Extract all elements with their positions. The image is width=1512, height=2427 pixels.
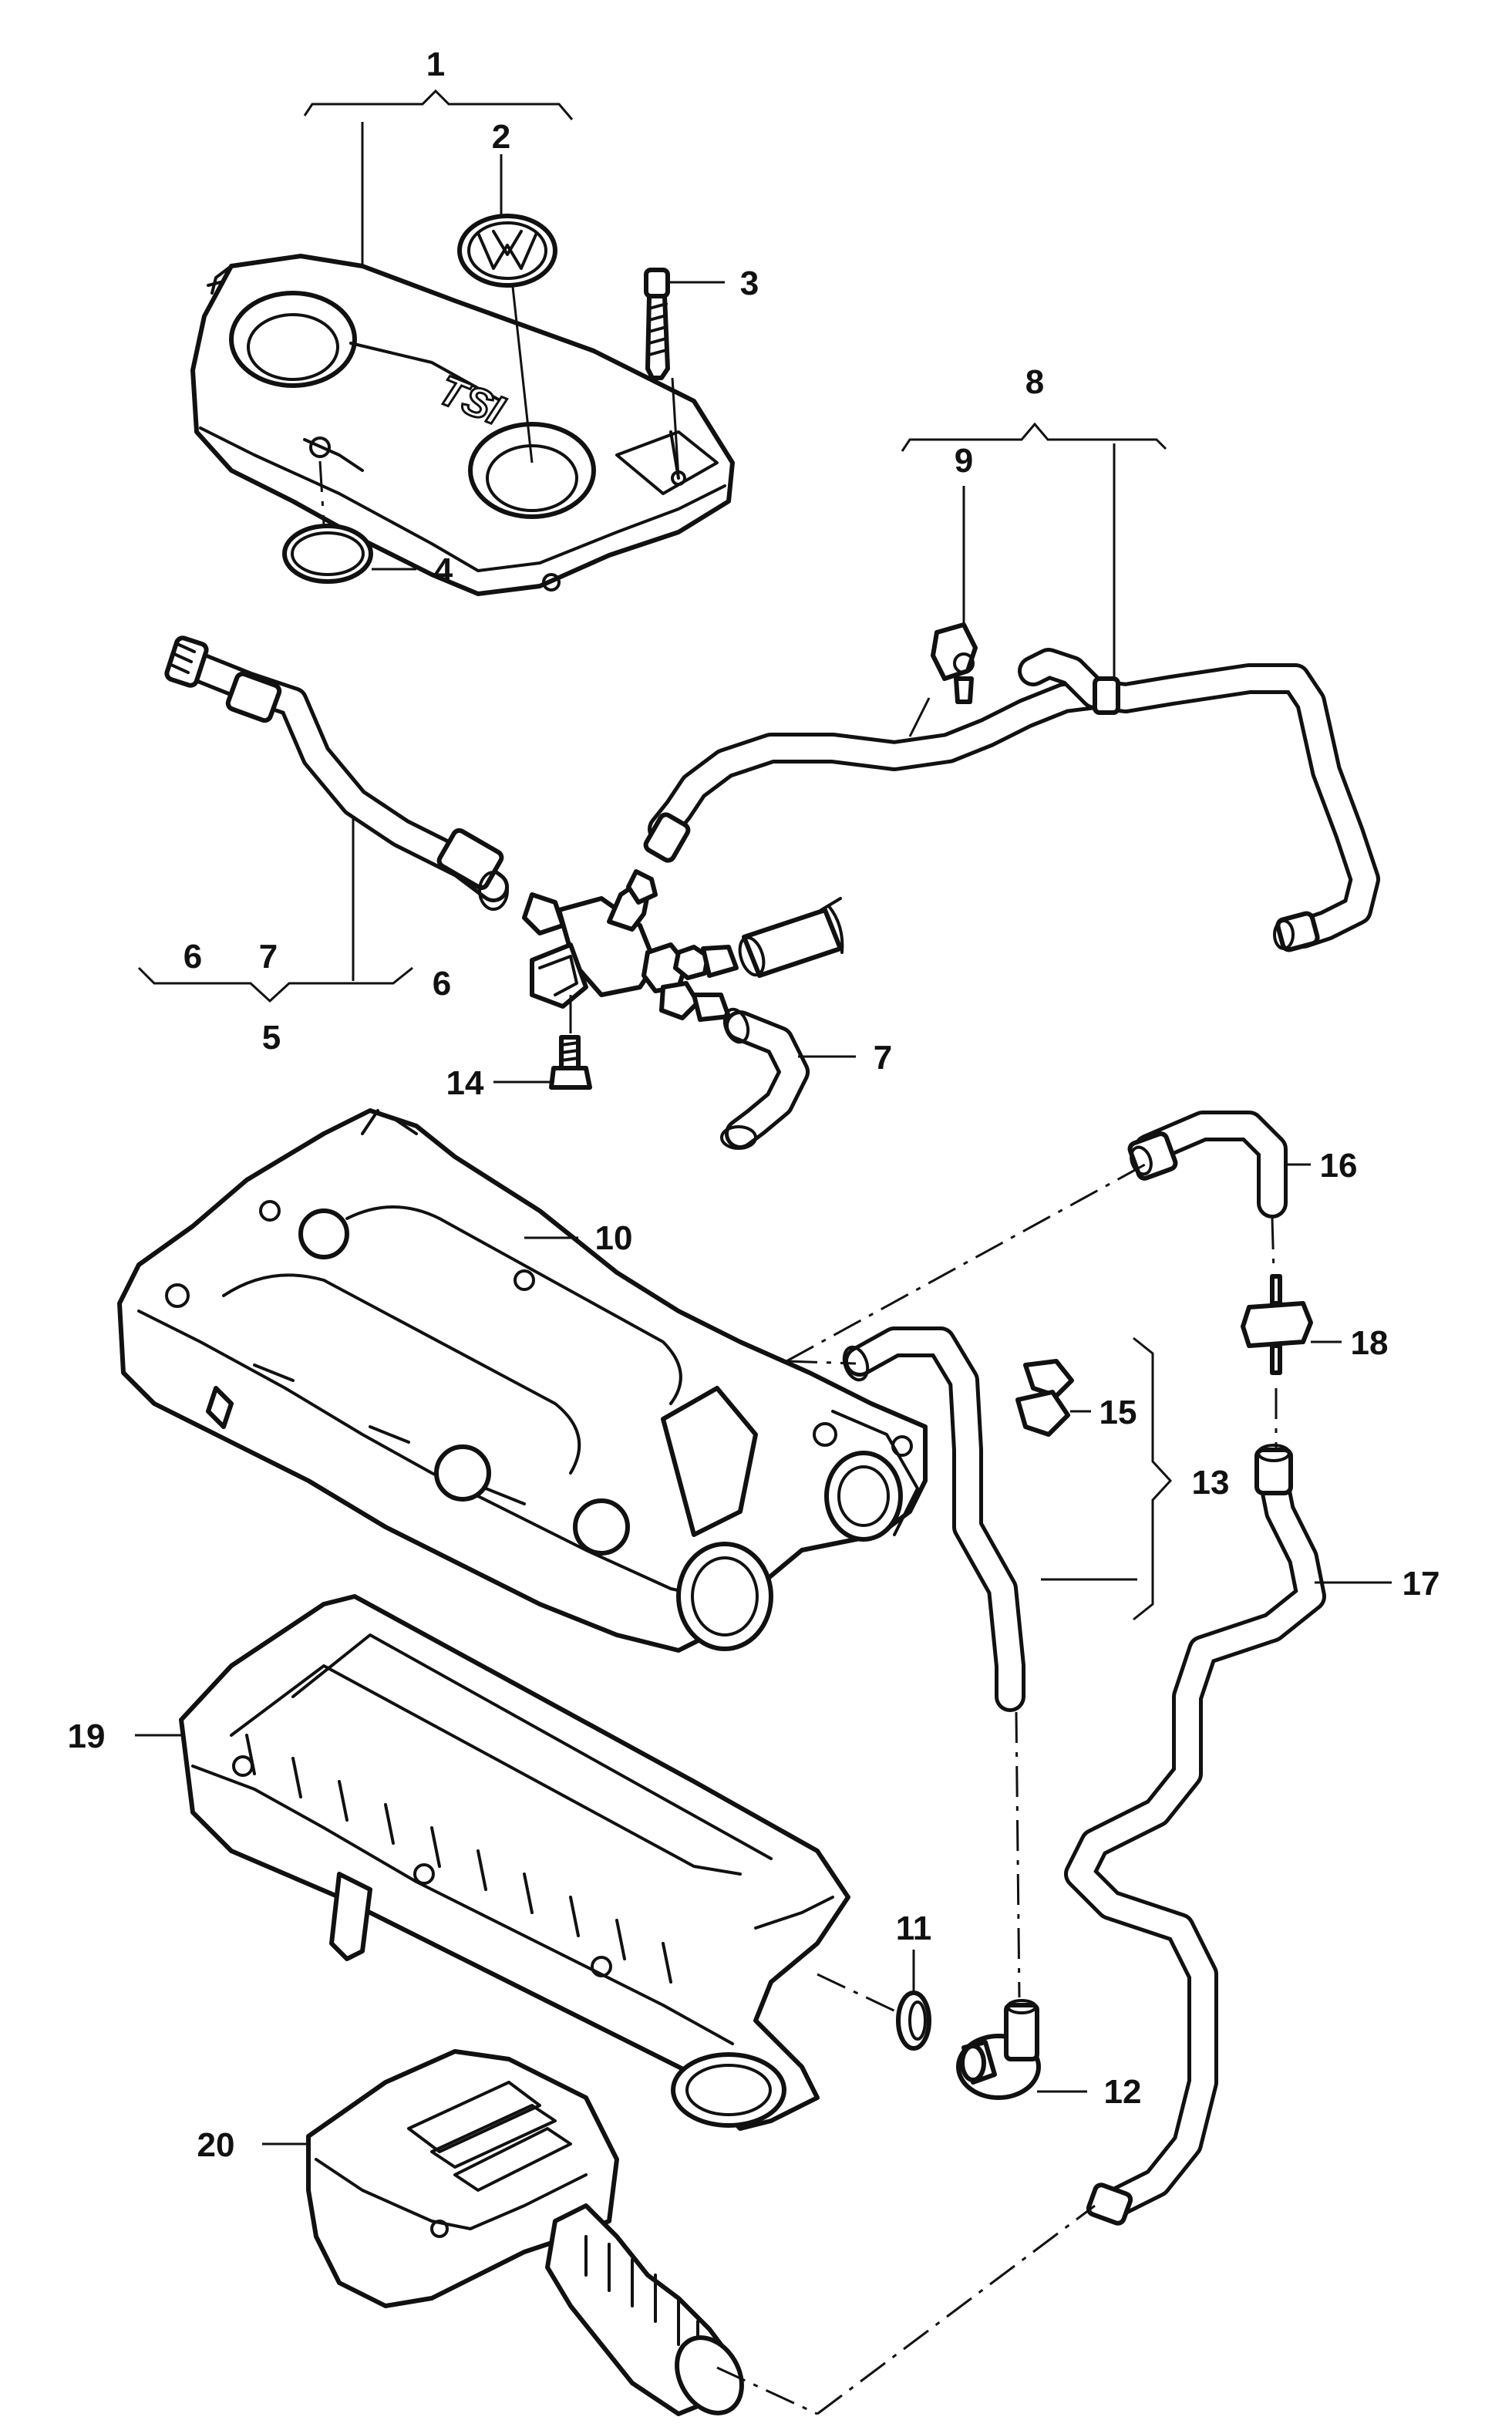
callout-7-bracket: 7: [259, 938, 278, 976]
vent-hose-middle: [842, 1326, 1137, 1712]
bracket-group-13: [1133, 1337, 1173, 1621]
screw: [493, 995, 592, 1090]
o-ring: [282, 460, 416, 584]
callout-14: 14: [446, 1064, 484, 1102]
callout-6-part: 6: [433, 965, 451, 1003]
adapter-upper: [673, 945, 739, 980]
vw-emblem-icon: [457, 154, 557, 463]
callout-7-part: 7: [874, 1039, 892, 1077]
callout-18: 18: [1351, 1324, 1389, 1362]
callout-10: 10: [595, 1219, 633, 1257]
callout-11: 11: [896, 1910, 932, 1947]
callout-13: 13: [1192, 1464, 1230, 1502]
hose-clip: [931, 486, 978, 704]
cylinder-head-cover: [117, 1108, 928, 1653]
bolt: [644, 268, 725, 479]
pressure-regulator-valve: [956, 1711, 1087, 2100]
grommet: [817, 1950, 931, 2051]
vent-hose-upper-right: [1127, 1111, 1311, 1273]
callout-6-bracket: 6: [184, 938, 202, 976]
t-connector: [522, 869, 689, 1009]
callout-8: 8: [1025, 363, 1044, 401]
check-valve: [1241, 1274, 1342, 1450]
connection-line-10-16: [786, 1163, 1146, 1363]
hose-clamp: [1015, 1359, 1091, 1437]
breather-hose-left: [164, 635, 509, 911]
intake-manifold: [135, 1594, 850, 2131]
bracket-group-5: [137, 817, 413, 1003]
connection-line-10-13: [786, 1360, 857, 1365]
callout-4: 4: [434, 551, 453, 589]
adapter-lower: [659, 981, 731, 1022]
callout-19: 19: [68, 1717, 106, 1755]
callout-5: 5: [262, 1019, 281, 1057]
callout-12: 12: [1104, 2073, 1142, 2111]
callout-9: 9: [955, 442, 973, 480]
callout-17: 17: [1403, 1565, 1440, 1603]
vent-hose-long: [643, 648, 1380, 952]
engine-cover: TSI: [190, 254, 735, 596]
short-pipe-upper: [738, 897, 844, 978]
callout-20: 20: [197, 2126, 235, 2164]
elbow-hose: [720, 1007, 856, 1150]
vent-hose-lower-right: [1064, 1444, 1392, 2226]
bracket-group-1: [303, 89, 574, 278]
air-filter-housing: [262, 2049, 1096, 2416]
callout-16: 16: [1320, 1147, 1358, 1185]
bracket-group-8: [901, 422, 1167, 679]
callout-3: 3: [740, 265, 759, 302]
callout-2: 2: [492, 118, 510, 156]
callout-1: 1: [426, 46, 445, 83]
callout-15: 15: [1099, 1394, 1137, 1431]
